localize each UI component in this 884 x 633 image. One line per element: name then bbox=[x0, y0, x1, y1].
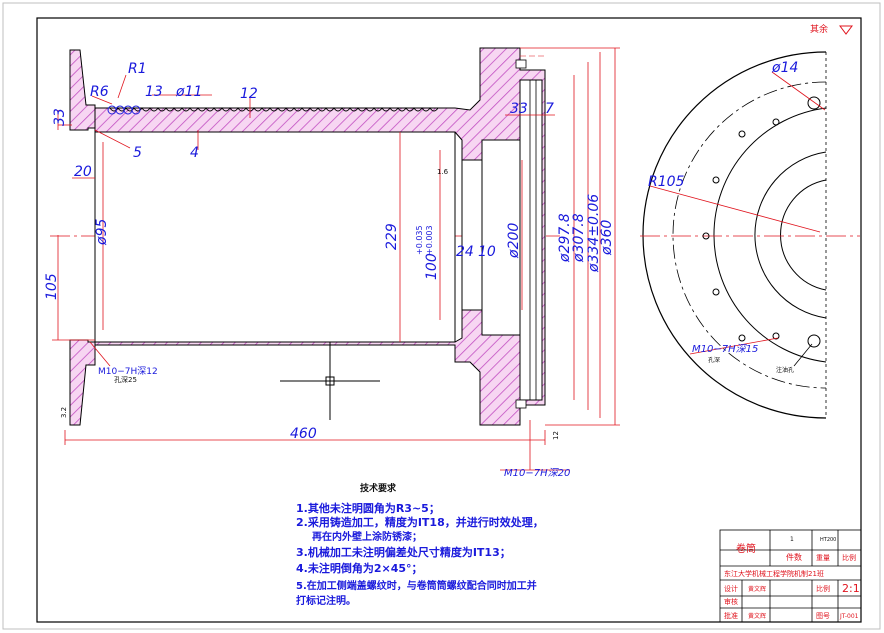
dim-d200: ø200 bbox=[506, 223, 522, 259]
tb-designer: 黄文辉 bbox=[748, 585, 766, 593]
tb-scale: 2:1 bbox=[842, 582, 860, 595]
end-view: ø14 R105 M10−7H深15 孔深 注油孔 其余 bbox=[640, 23, 860, 419]
end-view-bolt-circle bbox=[672, 81, 827, 389]
left-flange-section-bottom bbox=[69, 339, 96, 426]
dim-5: 5 bbox=[133, 145, 142, 161]
dim-r105: R105 bbox=[648, 174, 685, 190]
tb-approver-label: 批准 bbox=[724, 611, 738, 620]
note-4: 4.未注明倒角为2×45°； bbox=[296, 561, 423, 575]
end-view-inner-arc bbox=[754, 151, 827, 319]
rope-grooves bbox=[109, 107, 439, 112]
tb-school: 东江大学机械工程学院机制21班 bbox=[724, 569, 824, 578]
tb-approver: 黄文辉 bbox=[748, 612, 766, 620]
dim-d11: ø11 bbox=[175, 84, 202, 100]
note-m10-left: M10−7H深12 bbox=[98, 366, 158, 377]
ra-3-2: 3.2 bbox=[60, 407, 68, 418]
end-view-hub-arc bbox=[780, 179, 827, 291]
end-view-mid-arc bbox=[713, 107, 827, 363]
dim-d360: ø360 bbox=[599, 220, 615, 256]
end-view-outer-arc bbox=[642, 51, 827, 419]
title-block-texts: 卷筒 HT200 1 件数 重量 比例 东江大学机械工程学院机制21班 设计 审… bbox=[724, 536, 860, 620]
tb-checker-label: 审核 bbox=[724, 597, 738, 606]
dim-10: 10 bbox=[478, 244, 496, 260]
ra-12: 12 bbox=[552, 431, 560, 440]
dimension-texts: R1 R6 13 ø11 12 33 5 4 20 ø95 105 229 10… bbox=[44, 61, 615, 479]
tb-scale-label: 比例 bbox=[816, 584, 830, 593]
dim-105: 105 bbox=[44, 273, 60, 300]
dim-33-left: 33 bbox=[52, 108, 68, 126]
dim-20: 20 bbox=[74, 164, 92, 180]
dim-d2978: ø297.8 bbox=[557, 213, 573, 263]
dim-100: 100 bbox=[424, 253, 440, 280]
dim-d3078: ø307.8 bbox=[571, 213, 587, 263]
dim-100-tol-up: +0.035 bbox=[415, 225, 424, 255]
dim-100-tol-dn: +0.003 bbox=[425, 225, 434, 255]
dim-460: 460 bbox=[290, 426, 317, 442]
hub-bore bbox=[461, 159, 483, 311]
tb-sheet: JT-001 bbox=[839, 613, 859, 620]
note-3: 3.机械加工未注明偏差处尺寸精度为IT13； bbox=[296, 545, 511, 559]
dim-r6: R6 bbox=[90, 84, 109, 100]
dim-33-right: 33 bbox=[510, 101, 528, 117]
tb-qty: 1 bbox=[790, 536, 794, 543]
tb-h-scale: 比例 bbox=[842, 553, 856, 562]
note-5-cont: 打标记注明。 bbox=[296, 594, 356, 607]
tb-sheet-label: 图号 bbox=[816, 612, 830, 620]
dim-d14: ø14 bbox=[771, 60, 798, 76]
note-m10-left-sub: 孔深25 bbox=[114, 375, 137, 384]
technical-notes: 技术要求 1.其他未注明圆角为R3~5； 2.采用铸造加工，精度为IT18，并进… bbox=[296, 482, 544, 607]
note-2: 2.采用铸造加工，精度为IT18，并进行时效处理， bbox=[296, 515, 544, 529]
tb-designer-label: 设计 bbox=[724, 584, 738, 593]
dim-229: 229 bbox=[384, 223, 400, 250]
note-m10-bottom: M10−7H深20 bbox=[504, 467, 570, 479]
tb-h-piece: 件数 bbox=[786, 552, 802, 562]
note-2-cont: 再在内外壁上涂防锈漆； bbox=[312, 530, 422, 543]
dim-4: 4 bbox=[190, 145, 199, 161]
dim-r1: R1 bbox=[128, 61, 147, 77]
drum-bore bbox=[94, 131, 456, 343]
note-others: 其余 bbox=[810, 23, 828, 35]
dimension-lines bbox=[52, 47, 620, 471]
ra-1-6: 1.6 bbox=[437, 168, 449, 176]
note-1: 1.其他未注明圆角为R3~5； bbox=[296, 501, 440, 515]
note-5: 5.在加工侧端盖螺纹时，与卷筒筒螺纹配合同时加工并 bbox=[296, 579, 537, 592]
dim-13: 13 bbox=[145, 84, 163, 100]
notes-title: 技术要求 bbox=[360, 482, 397, 494]
sheet-border-inner bbox=[36, 17, 862, 623]
note-m10-right: M10−7H深15 bbox=[692, 343, 758, 355]
tb-h-weight: 重量 bbox=[816, 554, 830, 562]
dim-7: 7 bbox=[545, 101, 554, 117]
tb-material: HT200 bbox=[820, 537, 836, 543]
note-oil-hole: 注油孔 bbox=[776, 366, 794, 374]
dim-12: 12 bbox=[240, 86, 258, 102]
dim-d334: ø334±0.06 bbox=[586, 194, 602, 273]
note-m10-right-sub: 孔深 bbox=[708, 356, 720, 364]
title-block bbox=[719, 529, 862, 623]
flange-face-slot bbox=[519, 79, 543, 401]
hub-face bbox=[481, 139, 521, 336]
tb-part: 卷筒 bbox=[736, 542, 756, 555]
dim-24: 24 bbox=[456, 244, 474, 260]
section-view bbox=[50, 47, 560, 426]
dim-d95: ø95 bbox=[94, 219, 110, 246]
